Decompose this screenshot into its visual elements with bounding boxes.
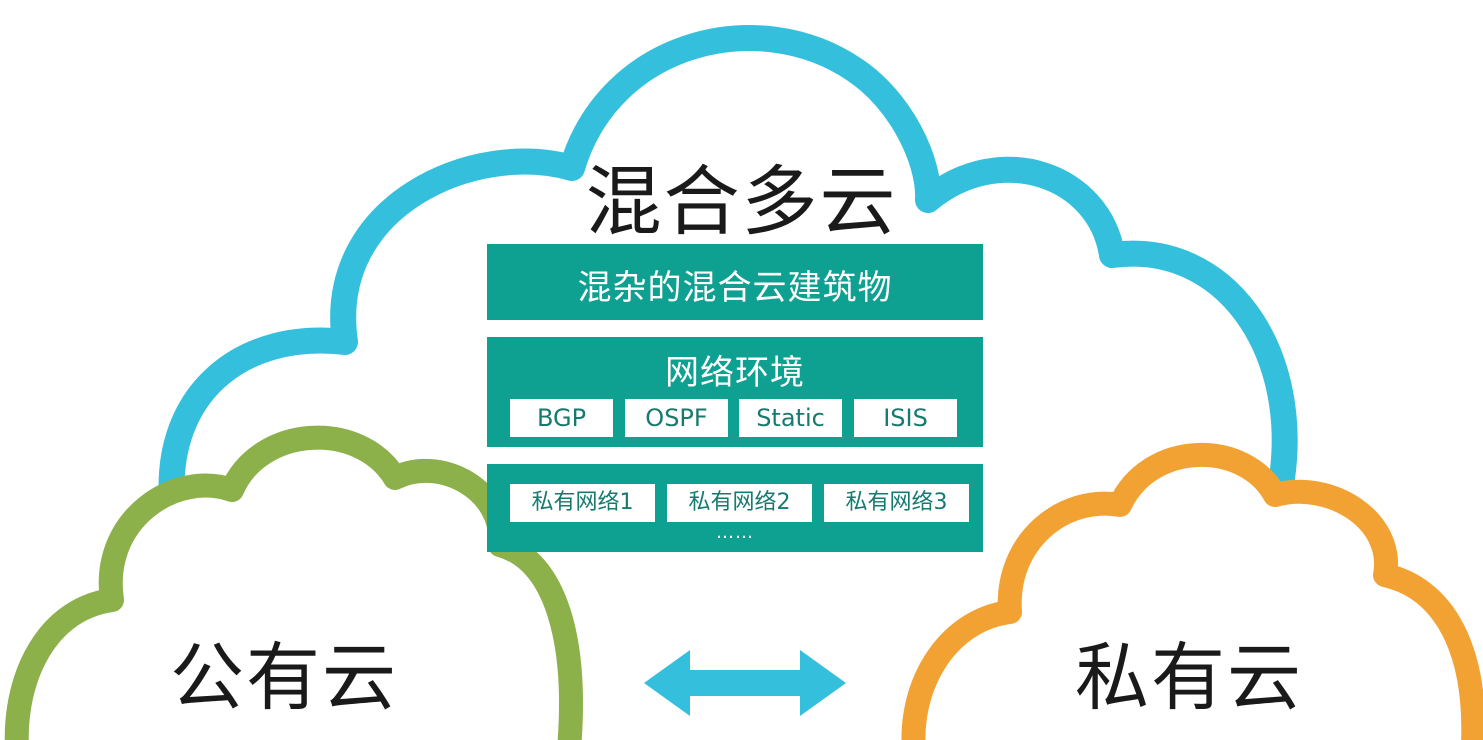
hybrid-cloud-title: 混合多云 (585, 157, 898, 246)
network-environment-panel: 网络环境 BGP OSPF Static ISIS (487, 337, 983, 447)
double-arrow-icon (644, 650, 846, 716)
protocol-chip-isis: ISIS (854, 399, 957, 437)
private-networks-panel: 私有网络1 私有网络2 私有网络3 …… (487, 464, 983, 552)
architecture-label: 混杂的混合云建筑物 (577, 268, 893, 308)
network-environment-label: 网络环境 (665, 353, 805, 393)
private-network-chip-1: 私有网络1 (510, 484, 655, 522)
private-network-chip-3: 私有网络3 (824, 484, 969, 522)
public-cloud-outline (4, 425, 583, 740)
protocol-chip-static: Static (739, 399, 842, 437)
architecture-panel: 混杂的混合云建筑物 (487, 244, 983, 320)
protocol-chip-bgp: BGP (510, 399, 613, 437)
public-cloud-title: 公有云 (170, 635, 398, 721)
private-network-chip-2: 私有网络2 (667, 484, 812, 522)
protocol-chip-ospf: OSPF (625, 399, 728, 437)
private-cloud-title: 私有云 (1075, 635, 1303, 721)
private-cloud-outline (901, 443, 1483, 740)
more-networks-ellipsis: …… (716, 522, 754, 543)
